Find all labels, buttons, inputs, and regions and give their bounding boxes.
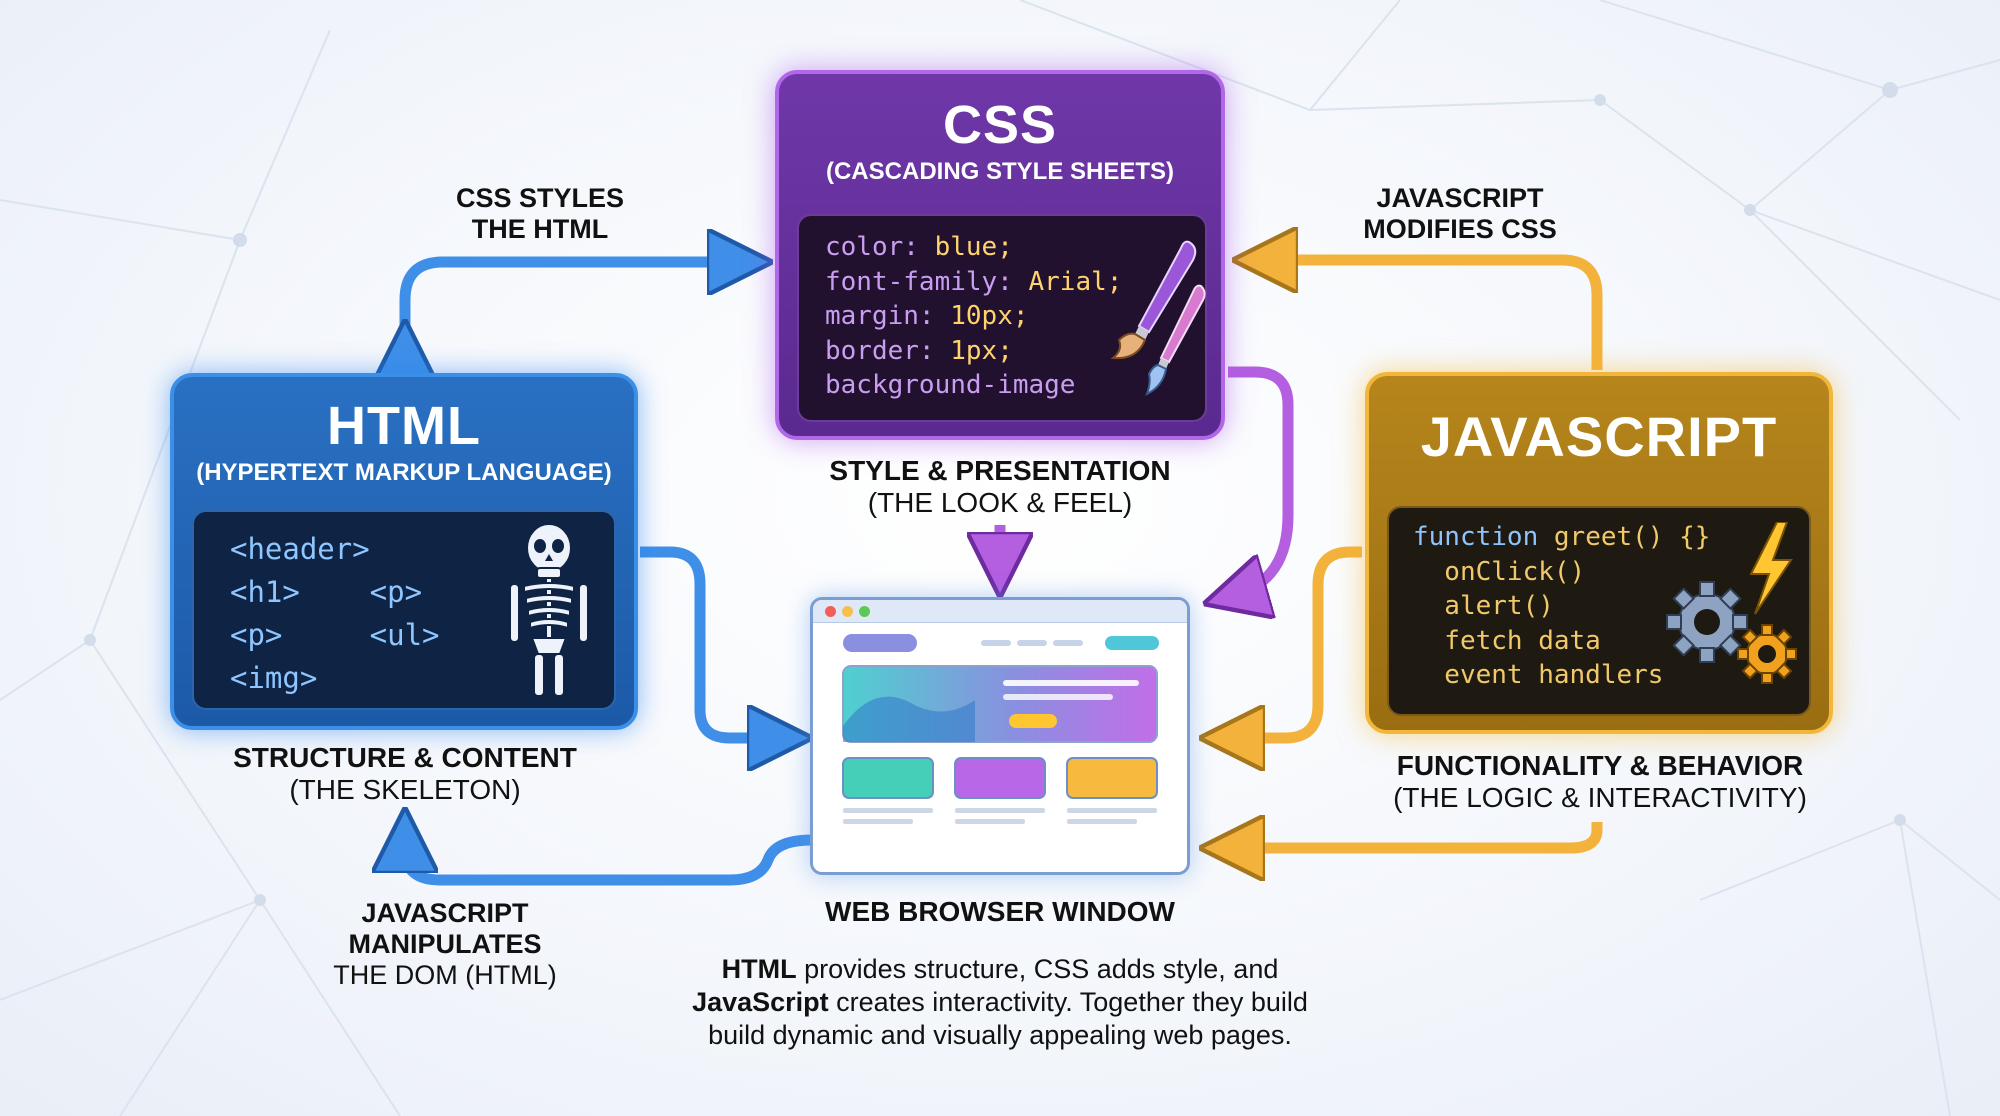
javascript-role-label: FUNCTIONALITY & BEHAVIOR (THE LOGIC & IN…	[1340, 750, 1860, 814]
html-code-panel: <header> <h1> <p> <p> <ul> <img>	[192, 510, 616, 710]
css-title: CSS	[942, 95, 1058, 155]
code-line: <p> <ul>	[230, 618, 440, 652]
code-line: function greet() {}	[1413, 520, 1809, 555]
code-line: font-family: Arial;	[825, 265, 1205, 300]
html-role-main: STRUCTURE & CONTENT	[233, 742, 577, 773]
arrow-html-to-browser	[640, 546, 780, 738]
browser-label-text: WEB BROWSER WINDOW	[825, 896, 1175, 927]
js-code-rest: greet() {}	[1538, 522, 1711, 552]
arrow-css-to-browser	[1228, 366, 1294, 595]
skeleton-icon	[509, 524, 589, 697]
css-prop: font-family:	[825, 266, 1013, 297]
maximize-dot-icon	[859, 606, 870, 617]
code-line: <img>	[230, 661, 318, 695]
caption-text: build dynamic and visually appealing web…	[708, 1020, 1292, 1050]
arrow-js-manipulates-dom	[405, 840, 813, 886]
summary-caption: HTML provides structure, CSS adds style,…	[600, 953, 1400, 1052]
html-subtitle: (HYPERTEXT MARKUP LANGUAGE)	[196, 459, 612, 486]
caption-html-word: HTML	[721, 954, 797, 984]
arrow-label-line: THE HTML	[471, 214, 609, 244]
code-line: fetch data	[1413, 625, 1601, 656]
css-role-main: STYLE & PRESENTATION	[829, 455, 1171, 486]
arrow-label-js-modifies-css: JAVASCRIPT MODIFIES CSS	[1330, 183, 1590, 245]
arrow-label-line: MANIPULATES	[348, 929, 542, 959]
browser-content-mockup	[842, 634, 1159, 824]
caption-text: creates interactivity. Together they bui…	[828, 987, 1308, 1017]
web-browser-window	[810, 597, 1190, 875]
javascript-role-sub: (THE LOGIC & INTERACTIVITY)	[1393, 782, 1807, 813]
arrow-label-line: CSS STYLES	[455, 183, 625, 213]
code-line: margin: 10px;	[825, 299, 1205, 334]
html-title: HTML	[327, 396, 481, 456]
css-value: blue;	[918, 232, 1013, 262]
javascript-role-main: FUNCTIONALITY & BEHAVIOR	[1396, 750, 1804, 781]
code-line: <h1> <p>	[230, 575, 423, 609]
minimize-dot-icon	[842, 606, 853, 617]
css-prop: margin:	[825, 301, 935, 331]
css-prop: color:	[825, 232, 919, 262]
close-dot-icon	[825, 606, 836, 617]
javascript-code-panel: function greet() {} onClick() alert() fe…	[1387, 506, 1811, 716]
code-line: onClick()	[1413, 556, 1586, 587]
code-line: background-image	[825, 368, 1205, 403]
browser-label: WEB BROWSER WINDOW	[760, 896, 1240, 928]
paintbrush-icon	[1110, 240, 1206, 396]
javascript-title: JAVASCRIPT	[1420, 405, 1778, 468]
arrow-js-modifies-css	[1265, 260, 1603, 370]
css-value: Arial;	[1012, 266, 1123, 297]
code-line: <header>	[230, 532, 370, 566]
css-prop: border:	[825, 335, 935, 366]
code-line: event handlers	[1413, 660, 1664, 690]
code-line: alert()	[1413, 591, 1554, 621]
css-value: 10px;	[934, 301, 1029, 331]
html-box: HTML (HYPERTEXT MARKUP LANGUAGE) <header…	[170, 373, 638, 730]
arrow-css-styles-html	[405, 262, 740, 352]
arrow-label-js-manipulates-dom: JAVASCRIPT MANIPULATES THE DOM (HTML)	[300, 898, 590, 991]
arrow-label-line: JAVASCRIPT	[1376, 183, 1544, 213]
arrow-label-line: MODIFIES CSS	[1363, 214, 1557, 244]
browser-title-bar	[813, 600, 1187, 623]
arrow-label-line: JAVASCRIPT	[361, 898, 529, 928]
code-line: color: blue;	[825, 230, 1205, 265]
html-role-sub: (THE SKELETON)	[289, 774, 521, 805]
arrow-label-line: THE DOM (HTML)	[333, 960, 557, 990]
js-keyword: function	[1413, 522, 1539, 552]
css-code-panel: color: blue; font-family: Arial; margin:…	[797, 214, 1207, 422]
arrow-js-to-browser	[1232, 546, 1362, 738]
arrow-js-to-browser-lower	[1232, 822, 1603, 848]
arrow-label-css-styles-html: CSS STYLES THE HTML	[410, 183, 670, 245]
css-role-sub: (THE LOOK & FEEL)	[867, 487, 1133, 518]
css-prop: background-image	[825, 370, 1076, 400]
javascript-box: JAVASCRIPT function greet() {} onClick()…	[1365, 372, 1833, 734]
css-role-label: STYLE & PRESENTATION (THE LOOK & FEEL)	[760, 455, 1240, 519]
css-value: 1px;	[934, 335, 1013, 366]
caption-text: provides structure, CSS adds style, and	[796, 954, 1279, 984]
css-subtitle: (CASCADING STYLE SHEETS)	[825, 158, 1175, 185]
caption-js-word: JavaScript	[692, 987, 829, 1017]
gears-lightning-icon	[1666, 522, 1797, 684]
css-box: CSS (CASCADING STYLE SHEETS) color: blue…	[775, 70, 1225, 440]
code-line: border: 1px;	[825, 334, 1205, 369]
html-role-label: STRUCTURE & CONTENT (THE SKELETON)	[160, 742, 650, 806]
